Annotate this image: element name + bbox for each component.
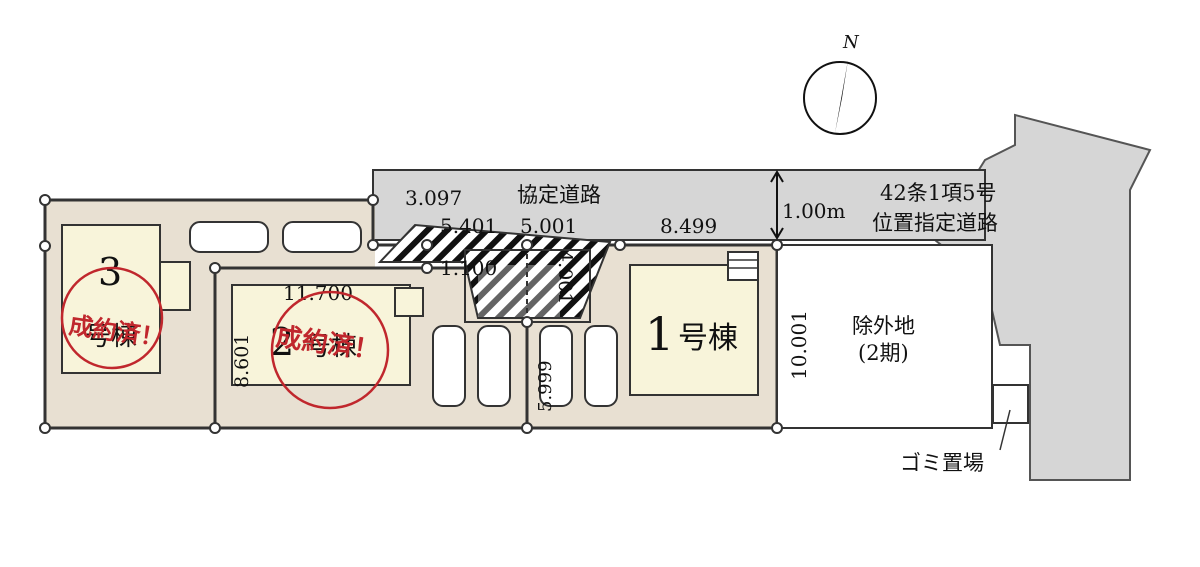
designated-road-label-2: 位置指定道路 <box>872 211 998 235</box>
lot-1-suffix: 号棟 <box>678 321 738 356</box>
compass-needle-icon <box>835 60 848 133</box>
lot-1-number: 1 <box>645 307 674 361</box>
garbage-label: ゴミ置場 <box>900 451 984 475</box>
shared-access-inner <box>478 265 560 317</box>
lot-2-number: 2 <box>270 320 294 364</box>
building-1-porch <box>727 251 759 281</box>
dimension-label: 3.097 <box>405 186 462 210</box>
lot-3-number: 3 <box>98 250 122 294</box>
dimension-label: 5.999 <box>535 360 556 412</box>
car-icon <box>432 325 466 407</box>
arrow-head-bottom <box>770 227 784 240</box>
compass: N <box>803 32 877 135</box>
car-icon <box>189 221 269 253</box>
road-width-label: 1.00m <box>782 199 846 223</box>
stamp-circle <box>270 290 390 410</box>
designated-road-label-1: 42条1項5号 <box>880 181 996 205</box>
lot-2-suffix: 号棟 <box>305 332 357 362</box>
stamp-circle <box>60 266 164 370</box>
garbage-leader <box>999 409 1011 451</box>
excluded-label: 除外地 <box>852 314 915 338</box>
car-icon <box>584 325 618 407</box>
building-3-annex <box>159 261 191 311</box>
lot-3-suffix: 号棟 <box>85 322 137 352</box>
parking-cars <box>189 221 618 407</box>
building-2 <box>231 284 411 386</box>
arrow-head-top <box>770 170 784 183</box>
agreement-road-label: 協定道路 <box>517 183 601 207</box>
building-3 <box>61 224 161 374</box>
dimension-label: 5.401 <box>440 214 497 238</box>
neighbor-road <box>933 113 1152 481</box>
dimension-label: 5.001 <box>520 214 577 238</box>
north-label: N <box>842 32 860 53</box>
dimension-label: 4.001 <box>554 250 576 304</box>
car-icon <box>282 221 362 253</box>
car-icon <box>539 325 573 407</box>
car-icon <box>477 325 511 407</box>
dimension-label: 1.100 <box>440 256 497 280</box>
boundary-markers <box>39 194 783 434</box>
building-1 <box>629 264 759 396</box>
excluded-lot <box>776 244 993 429</box>
dimension-label: 8.601 <box>231 334 253 388</box>
dimension-label: 8.499 <box>660 214 717 238</box>
building-2-annex <box>394 287 424 317</box>
dimension-label: 10.001 <box>787 310 811 380</box>
garbage-station <box>992 384 1029 424</box>
compass-circle <box>803 61 877 135</box>
excluded-phase-label: (2期) <box>858 341 909 365</box>
